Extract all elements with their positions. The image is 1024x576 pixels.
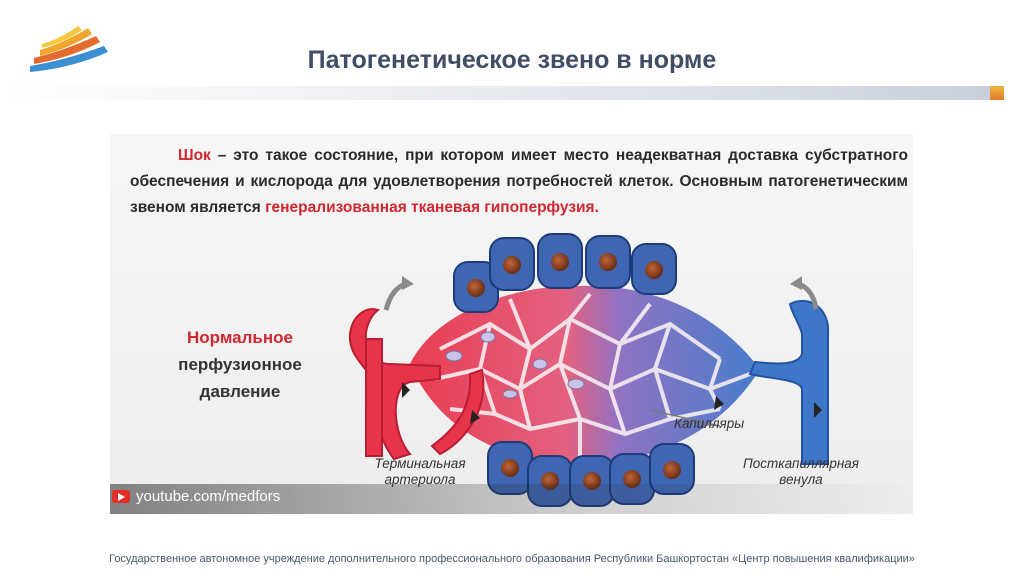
capillary-cells (445, 331, 585, 399)
footer-text: Государственное автономное учреждение до… (109, 553, 915, 565)
flow-arrows (402, 382, 822, 424)
youtube-watermark: youtube.com/medfors (110, 484, 913, 514)
arteriole-stem (365, 338, 383, 457)
normal-pressure-label: Нормальное перфузионное давление (160, 324, 320, 405)
watermark-text[interactable]: youtube.com/medfors (136, 488, 281, 505)
arteriole-label-line2: артериола (384, 472, 456, 487)
venule-label: Посткапиллярная венула (736, 456, 866, 488)
shock-figure: Шок – это такое состояние, при котором и… (110, 134, 913, 514)
arteriole-label-line1: Терминальная (374, 456, 466, 471)
capillaries-pointers (649, 409, 721, 427)
tissue-cells-top (453, 233, 677, 313)
tissue-cell (585, 235, 631, 289)
play-icon (118, 493, 125, 501)
title-divider (0, 86, 1004, 100)
definition-highlight: генерализованная тканевая гипоперфузия. (265, 199, 599, 216)
logo-icon (30, 26, 108, 72)
arteriole-branch (430, 368, 485, 456)
normal-pressure-line2: перфузионное (178, 355, 302, 374)
capillaries-label: Капилляры (674, 416, 745, 431)
page-title: Патогенетическое звено в норме (307, 46, 717, 74)
shock-definition: Шок – это такое состояние, при котором и… (130, 143, 908, 221)
venule-label-line1: Посткапиллярная (742, 456, 860, 471)
arteriole-label: Терминальная артериола (364, 456, 476, 488)
definition-term: Шок (178, 147, 211, 164)
venule-label-line2: венула (779, 472, 823, 487)
terminal-arteriole-vessel (348, 308, 441, 461)
tissue-cell (537, 233, 583, 289)
normal-pressure-line1: Нормальное (187, 328, 293, 347)
divider-accent (990, 86, 1004, 100)
postcapillary-venule-vessel (748, 299, 830, 465)
definition-text: – это такое состояние, при котором имеет… (130, 147, 908, 216)
microcirculation-diagram (348, 233, 830, 507)
tissue-cell (489, 237, 535, 291)
normal-pressure-line3: давление (199, 382, 281, 401)
tissue-cell (631, 243, 677, 295)
